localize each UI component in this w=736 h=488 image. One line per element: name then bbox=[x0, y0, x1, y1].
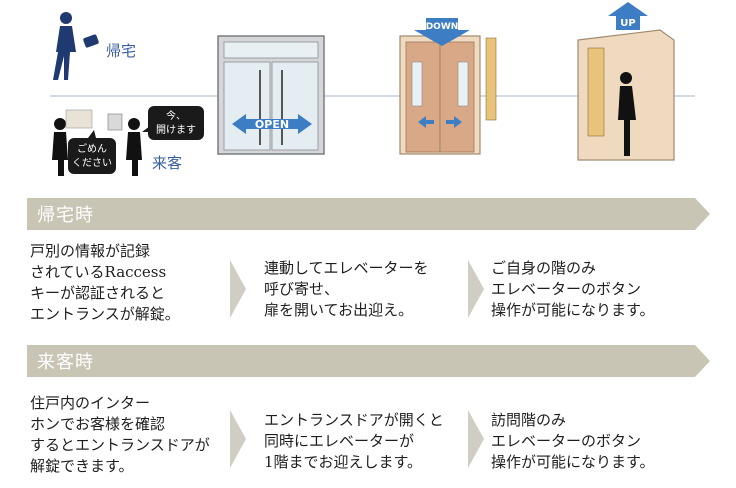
chevron-right-icon bbox=[230, 410, 246, 468]
resident-intercom-figure-icon bbox=[126, 118, 142, 176]
guest-step-1: 住戸内のインター ホンでお客様を確認 するとエントランスドアが 解錠できます。 bbox=[30, 394, 210, 475]
guest-figure-icon bbox=[52, 118, 68, 176]
chevron-right-icon bbox=[230, 260, 246, 318]
illustration-canvas: 帰宅 ごめん ください 今、 開けます 来客 bbox=[50, 2, 695, 176]
intercom-panel-icon bbox=[65, 109, 93, 129]
guest-bubble-line1: ごめん bbox=[77, 142, 107, 155]
guest-label: 来客 bbox=[152, 154, 182, 172]
home-step-2: 連動してエレベーターを 呼び寄せ、 扉を開いてお出迎え。 bbox=[264, 259, 429, 319]
guest-step-2: エントランスドアが開くと 同時にエレベーターが 1階までお迎えします。 bbox=[264, 411, 444, 471]
flow-illustration: 帰宅 ごめん ください 今、 開けます 来客 bbox=[0, 0, 736, 196]
chevron-right-icon bbox=[468, 410, 484, 468]
section-bar-shape bbox=[27, 198, 710, 230]
resident-speech-bubble: 今、 開けます bbox=[142, 106, 204, 140]
home-label: 帰宅 bbox=[106, 42, 136, 60]
section-header-home: 帰宅時 bbox=[27, 198, 710, 230]
section-title-guest: 来客時 bbox=[37, 352, 94, 373]
guest-bubble-line2: ください bbox=[72, 157, 112, 169]
section-title-home: 帰宅時 bbox=[37, 205, 94, 226]
section-header-guest: 来客時 bbox=[27, 345, 710, 377]
floor-indicator-panel bbox=[485, 37, 497, 121]
down-sign: DOWN bbox=[426, 22, 459, 32]
button-panel bbox=[587, 47, 605, 137]
chevron-right-icon bbox=[468, 260, 484, 318]
resident-bubble-line2: 開けます bbox=[156, 124, 196, 136]
up-sign: UP bbox=[620, 18, 635, 29]
section-bar-shape bbox=[27, 345, 710, 377]
entrance-door-icon: OPEN bbox=[217, 35, 325, 155]
home-step-3: ご自身の階のみ エレベーターのボタン 操作が可能になります。 bbox=[491, 259, 655, 319]
elevator-up-icon: UP bbox=[577, 2, 675, 161]
resident-figure-icon bbox=[53, 12, 99, 80]
home-step-1: 戸別の情報が記録 されているRaccess キーが認証されると エントランスが解… bbox=[30, 242, 180, 323]
elevator-down-icon: DOWN bbox=[399, 18, 497, 155]
resident-bubble-line1: 今、 bbox=[166, 109, 186, 122]
passenger-figure-icon bbox=[618, 72, 636, 156]
open-sign: OPEN bbox=[255, 118, 289, 131]
handset-icon bbox=[107, 113, 123, 131]
guest-step-3: 訪問階のみ エレベーターのボタン 操作が可能になります。 bbox=[491, 411, 655, 471]
guest-speech-bubble: ごめん ください bbox=[68, 130, 116, 174]
